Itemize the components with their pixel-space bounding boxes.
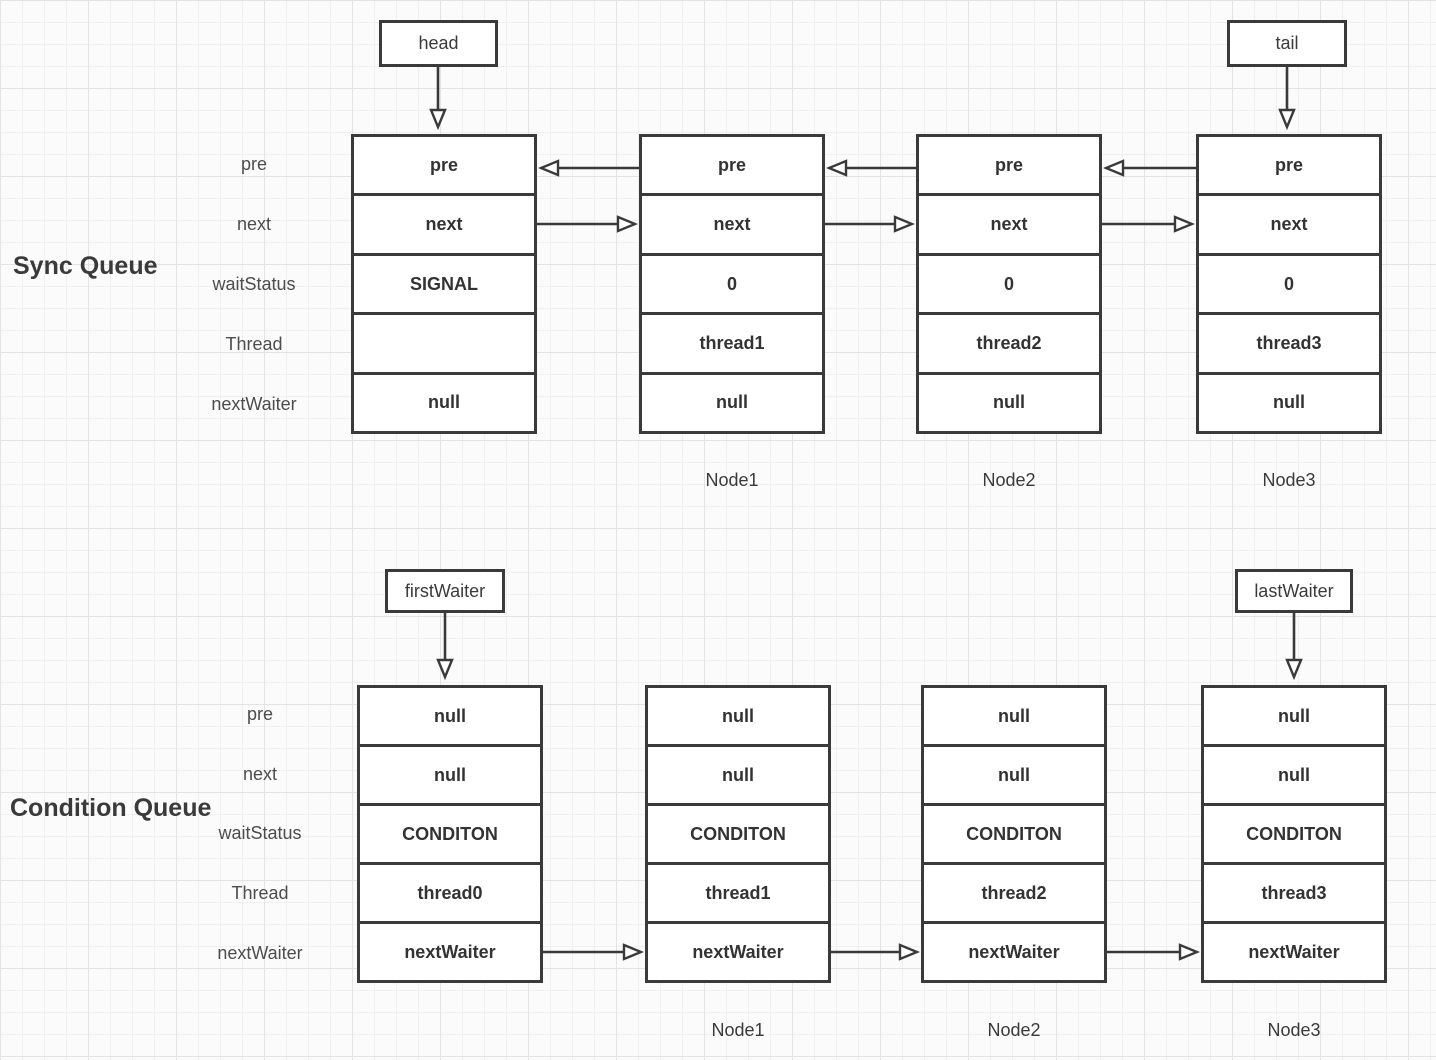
head-pointer: head <box>379 20 498 67</box>
node-cell: next <box>642 193 822 252</box>
cond-field-label-waitstatus: waitStatus <box>218 823 302 844</box>
node-cell: thread1 <box>648 862 828 921</box>
sync-node-3: pre next 0 thread3 null <box>1196 134 1382 434</box>
node-cell: thread0 <box>360 862 540 921</box>
node-cell: next <box>919 193 1099 252</box>
node-cell: CONDITON <box>648 803 828 862</box>
node-cell: null <box>1204 744 1384 803</box>
sync-queue-title: Sync Queue <box>13 252 158 280</box>
sync-field-label-waitstatus: waitStatus <box>212 273 296 294</box>
node-cell: next <box>354 193 534 252</box>
sync-field-label-pre: pre <box>240 153 267 174</box>
node-cell: CONDITON <box>1204 803 1384 862</box>
node-cell: null <box>354 371 534 431</box>
node-cell: null <box>360 744 540 803</box>
sync-field-label-next: next <box>236 213 272 234</box>
last-waiter-pointer: lastWaiter <box>1235 569 1353 613</box>
node-cell: CONDITON <box>360 803 540 862</box>
node-cell: thread3 <box>1204 862 1384 921</box>
first-waiter-pointer-label: firstWaiter <box>404 580 486 601</box>
node-cell: CONDITON <box>924 803 1104 862</box>
cond-field-label-next: next <box>242 763 278 784</box>
node-cell: null <box>722 705 754 726</box>
node-cell: null <box>998 705 1030 726</box>
node-cell: nextWaiter <box>360 921 540 980</box>
condition-node-caption-2: Node2 <box>987 1020 1041 1040</box>
node-cell: SIGNAL <box>354 252 534 312</box>
node-cell: null <box>434 705 466 726</box>
node-cell: null <box>919 371 1099 431</box>
node-cell: thread1 <box>642 312 822 371</box>
condition-queue-title: Condition Queue <box>10 794 212 822</box>
pointer-arrows <box>438 67 1294 677</box>
sync-node-1: pre next 0 thread1 null <box>639 134 825 434</box>
sync-node-caption-1: Node1 <box>705 470 759 490</box>
condition-node-caption-3: Node3 <box>1267 1020 1321 1040</box>
sync-field-label-thread: Thread <box>225 333 283 354</box>
node-cell <box>354 312 534 371</box>
sync-node-2: pre next 0 thread2 null <box>916 134 1102 434</box>
node-cell: null <box>1278 705 1310 726</box>
condition-node-first: null null CONDITON thread0 nextWaiter <box>357 685 543 983</box>
node-cell: null <box>1199 371 1379 431</box>
node-cell: next <box>1199 193 1379 252</box>
node-cell: thread2 <box>919 312 1099 371</box>
node-cell: null <box>642 371 822 431</box>
sync-node-caption-2: Node2 <box>982 470 1036 490</box>
node-cell: 0 <box>642 252 822 312</box>
last-waiter-pointer-label: lastWaiter <box>1254 580 1334 601</box>
node-cell: 0 <box>919 252 1099 312</box>
sync-field-labels: pre next waitStatus Thread nextWaiter <box>169 134 339 434</box>
sync-node-caption-3: Node3 <box>1262 470 1316 490</box>
node-cell: pre <box>429 154 458 175</box>
cond-field-label-thread: Thread <box>231 883 289 904</box>
tail-pointer: tail <box>1227 20 1347 67</box>
cond-field-label-nextwaiter: nextWaiter <box>217 942 303 963</box>
condition-node-1: null null CONDITON thread1 nextWaiter <box>645 685 831 983</box>
first-waiter-pointer: firstWaiter <box>385 569 505 613</box>
sync-node-head: pre next SIGNAL null <box>351 134 537 434</box>
condition-node-3: null null CONDITON thread3 nextWaiter <box>1201 685 1387 983</box>
condition-node-2: null null CONDITON thread2 nextWaiter <box>921 685 1107 983</box>
node-cell: pre <box>1274 154 1303 175</box>
node-cell: nextWaiter <box>924 921 1104 980</box>
node-cell: thread3 <box>1199 312 1379 371</box>
head-pointer-label: head <box>418 33 459 53</box>
cond-field-label-pre: pre <box>246 704 273 725</box>
condition-field-labels: pre next waitStatus Thread nextWaiter <box>175 685 345 983</box>
node-cell: null <box>648 744 828 803</box>
node-cell: nextWaiter <box>648 921 828 980</box>
node-cell: pre <box>717 154 746 175</box>
node-cell: pre <box>994 154 1023 175</box>
node-cell: nextWaiter <box>1204 921 1384 980</box>
node-cell: thread2 <box>924 862 1104 921</box>
node-cell: null <box>924 744 1104 803</box>
sync-field-label-nextwaiter: nextWaiter <box>211 393 297 414</box>
condition-node-caption-1: Node1 <box>711 1020 765 1040</box>
node-cell: 0 <box>1199 252 1379 312</box>
tail-pointer-label: tail <box>1275 33 1299 53</box>
